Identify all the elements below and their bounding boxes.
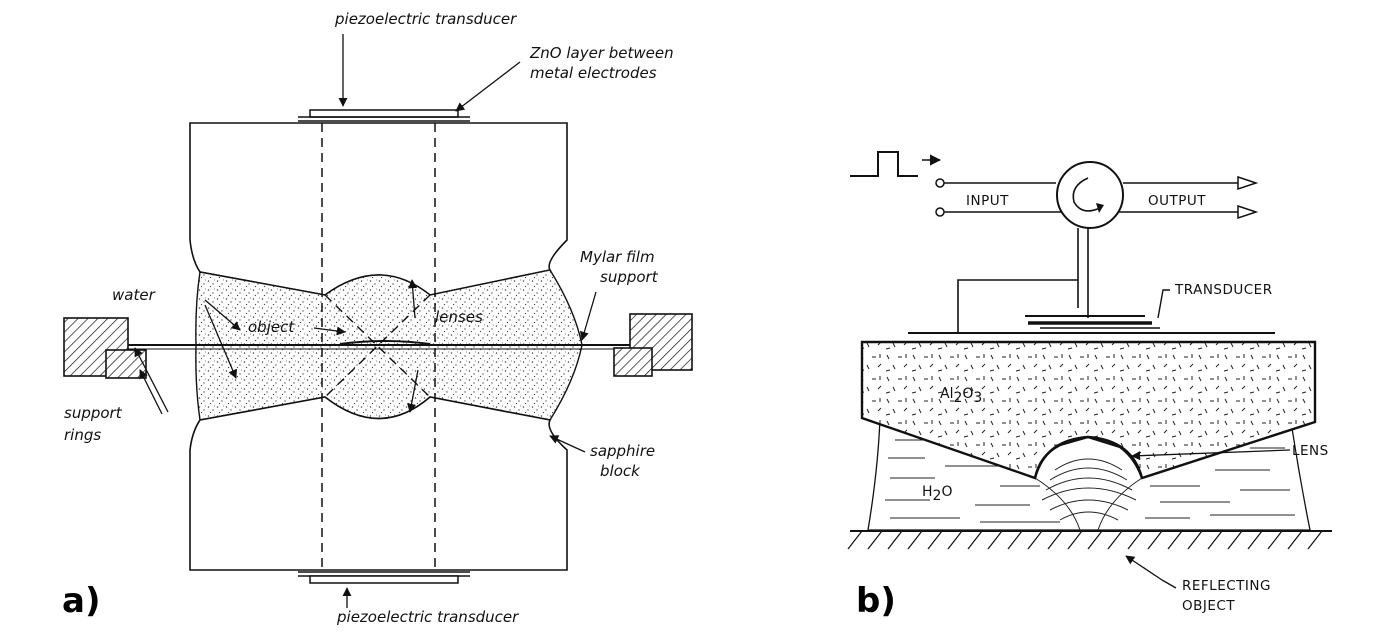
- support-ring-right-inner: [613, 347, 653, 377]
- label-lens: LENS: [1292, 443, 1329, 459]
- label-sapphire-line1: sapphire: [590, 442, 655, 460]
- label-top-transducer: piezoelectric transducer: [334, 10, 517, 28]
- label-water: water: [112, 286, 156, 304]
- label-support-line1: support: [64, 404, 123, 422]
- panel-b: INPUT OUTPUT TRANSDUCER: [847, 151, 1332, 621]
- label-bottom-transducer: piezoelectric transducer: [336, 608, 519, 626]
- label-sapphire-line2: block: [600, 462, 641, 480]
- label-mylar-line1: Mylar film: [580, 248, 655, 266]
- support-ring-left-inner: [105, 349, 147, 379]
- label-h2o: H2O: [922, 484, 952, 504]
- input-terminal-bottom: [935, 207, 945, 217]
- panel-a: piezoelectric transducer ZnO layer betwe…: [62, 10, 693, 626]
- circulator: [1056, 161, 1124, 229]
- output-arrow-bottom: [1237, 204, 1259, 220]
- bottom-transducer-plate: [309, 575, 459, 584]
- top-transducer-plate: [309, 109, 459, 118]
- label-object: object: [248, 318, 295, 336]
- label-input: INPUT: [966, 193, 1009, 209]
- output-arrow-top: [1237, 175, 1259, 191]
- label-support-line2: rings: [64, 426, 101, 444]
- panel-a-label: a): [62, 581, 100, 621]
- panel-b-label: b): [856, 581, 896, 621]
- object-sample: [339, 340, 431, 345]
- label-al2o3: Al2O3: [940, 386, 982, 406]
- pulse-signal: [850, 151, 918, 177]
- lower-sapphire-block: [189, 396, 568, 571]
- label-reflecting-line2: OBJECT: [1182, 598, 1235, 614]
- label-reflecting-line1: REFLECTING: [1182, 578, 1271, 594]
- label-transducer: TRANSDUCER: [1174, 282, 1273, 298]
- input-terminal-top: [935, 178, 945, 188]
- label-mylar-line2: support: [600, 268, 659, 286]
- label-lenses: lenses: [435, 308, 483, 326]
- label-zno-line1: ZnO layer between: [529, 44, 674, 62]
- label-zno-line2: metal electrodes: [530, 64, 657, 82]
- upper-sapphire-block: [189, 122, 568, 296]
- label-output: OUTPUT: [1148, 193, 1206, 209]
